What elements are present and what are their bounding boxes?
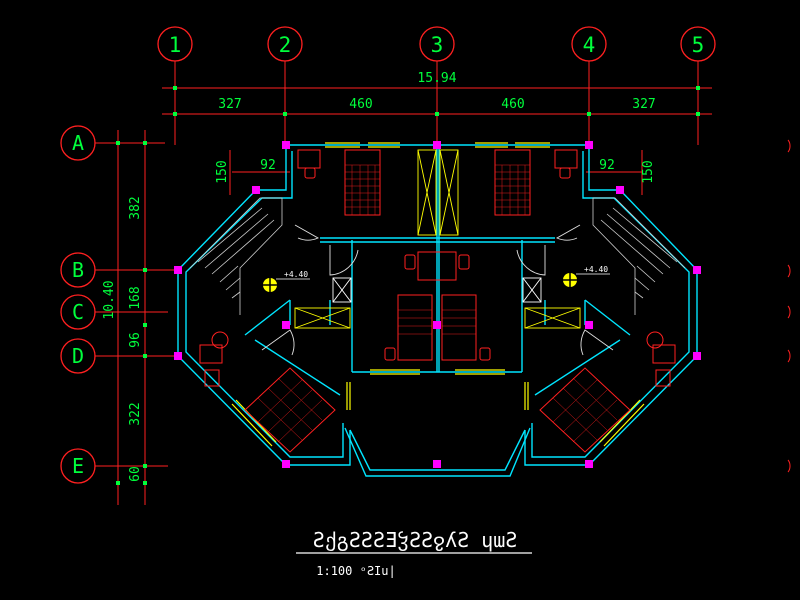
bed-top-right [494, 149, 531, 216]
dining-table [417, 251, 457, 281]
dim-wall-vertical-right: 150 [641, 160, 656, 183]
toilet-right [646, 331, 664, 349]
dim-left-2: 168 [128, 286, 143, 309]
grid-label-B: B [72, 258, 84, 282]
dim-wall-offset-left: 92 [260, 158, 276, 173]
bed-diag-left [244, 367, 336, 453]
toilet-left [211, 331, 229, 349]
bed-mid-right [441, 294, 477, 361]
column-grid-leaders [174, 61, 699, 145]
dim-left-5: 60 [128, 466, 143, 482]
dim-total-width: 15.94 [417, 71, 456, 86]
dim-left-total: 10.40 [102, 280, 117, 319]
top-dimension-texts: 15.94 327 460 460 327 [218, 71, 655, 112]
dim-top-3: 460 [501, 97, 524, 112]
drawing-scale: 1:100 ᵒƧIu| [316, 564, 395, 578]
furniture-beds [244, 149, 631, 453]
row-grid-leaders [95, 142, 178, 467]
furniture-hatching [257, 164, 618, 443]
grid-label-E: E [72, 454, 84, 478]
sink-left [199, 344, 223, 364]
structural-columns [174, 141, 701, 468]
left-stair [189, 197, 283, 315]
right-stair [592, 197, 686, 315]
row-grid-labels: A B C D E [72, 131, 84, 478]
left-dimension-texts: 10.40 382 168 96 322 60 [102, 196, 143, 482]
bed-top-left [344, 149, 381, 216]
level-value-right: +4.40 [584, 265, 608, 274]
desk-top-right [554, 149, 578, 169]
grid-label-A: A [72, 131, 84, 155]
drawing-title: ƧქგƧƧƧƎჴƧƧჹʎƧ ɥɯƧ [313, 528, 518, 552]
bed-diag-right [539, 367, 631, 453]
dim-top-2: 460 [349, 97, 372, 112]
grid-label-4: 4 [583, 33, 596, 57]
dim-top-1: 327 [218, 97, 241, 112]
left-dimension-lines [117, 130, 146, 505]
doors [261, 224, 614, 356]
desk-top-left [297, 149, 321, 169]
dim-left-3: 96 [128, 332, 143, 348]
level-marker-right: +4.40 [558, 265, 610, 292]
shower-right [655, 369, 671, 387]
right-edge-marks [787, 139, 791, 473]
dim-wall-offset-right: 92 [599, 158, 615, 173]
bathroom-fixtures [199, 331, 676, 387]
windows [231, 142, 645, 447]
grid-label-2: 2 [279, 33, 292, 57]
wall-offset-dims [229, 150, 643, 195]
top-dimension-ticks [173, 86, 700, 116]
dim-top-4: 327 [632, 97, 655, 112]
chair-left [404, 254, 416, 270]
level-marker-left: +4.40 [258, 270, 310, 297]
building-walls [177, 144, 698, 477]
closets [294, 149, 581, 329]
drawing-title-block: ƧქგƧƧƧƎჴƧƧჹʎƧ ɥɯƧ 1:100 ᵒƧIu| [296, 528, 532, 578]
shower-left [204, 369, 220, 387]
furniture-tables [297, 149, 578, 361]
left-dimension-ticks [116, 141, 147, 485]
chair-right [458, 254, 470, 270]
grid-label-D: D [72, 344, 84, 368]
grid-label-3: 3 [431, 33, 444, 57]
level-value-left: +4.40 [284, 270, 308, 279]
dim-left-1: 382 [128, 196, 143, 219]
column-grid-labels: 1 2 3 4 5 [169, 33, 705, 57]
dim-left-4: 322 [128, 402, 143, 425]
dim-wall-vertical-left: 150 [215, 160, 230, 183]
grid-label-C: C [72, 300, 84, 324]
wall-offset-texts: 92 92 150 150 [215, 158, 656, 184]
grid-label-5: 5 [692, 33, 705, 57]
sink-right [652, 344, 676, 364]
grid-label-1: 1 [169, 33, 182, 57]
bed-mid-left [397, 294, 433, 361]
